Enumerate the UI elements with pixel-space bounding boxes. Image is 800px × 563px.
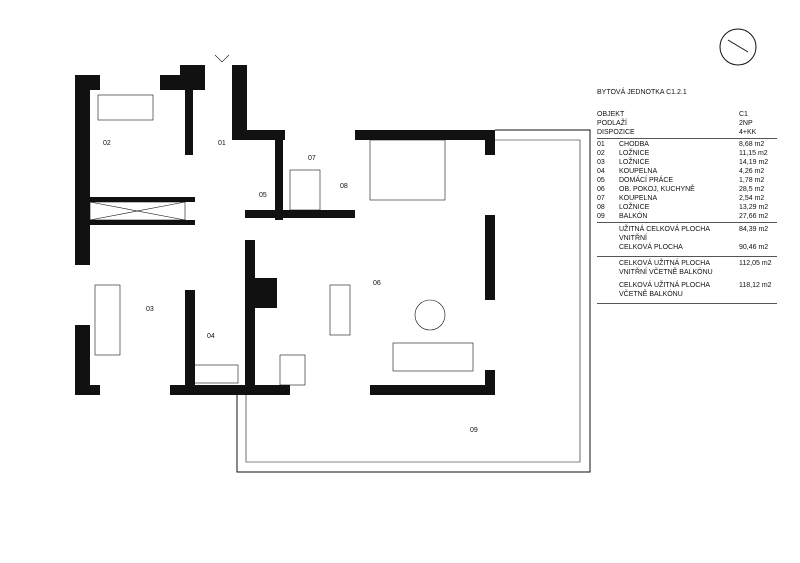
room-no: 01 — [597, 141, 605, 148]
total-label: CELKOVÁ PLOCHA — [619, 244, 683, 251]
windows — [75, 75, 495, 395]
total-value: 112,05 m2 — [739, 260, 772, 267]
room-row: 06 OB. POKOJ, KUCHYNĚ 28,5 m2 — [597, 185, 777, 194]
furniture — [89, 54, 474, 386]
room-name: DOMÁCÍ PRÁCE — [619, 177, 674, 184]
room-no: 02 — [597, 150, 605, 157]
room-row: 07 KOUPELNA 2,54 m2 — [597, 194, 777, 203]
total-value: 90,46 m2 — [739, 244, 769, 251]
room-name: LOŽNICE — [619, 159, 650, 166]
info-value: 2NP — [739, 120, 753, 127]
info-label: DISPOZICE — [597, 129, 635, 136]
room-no: 07 — [597, 195, 605, 202]
room-label-07: 07 — [308, 155, 316, 162]
divider — [597, 303, 777, 304]
room-label-02: 02 — [103, 140, 111, 147]
room-name: LOŽNICE — [619, 204, 650, 211]
room-area: 14,19 m2 — [739, 159, 769, 166]
divider — [597, 222, 777, 223]
room-row: 03 LOŽNICE 14,19 m2 — [597, 158, 777, 167]
room-area: 27,66 m2 — [739, 213, 769, 220]
divider — [597, 256, 777, 257]
room-no: 03 — [597, 159, 605, 166]
room-area: 11,15 m2 — [739, 150, 768, 157]
room-label-05: 05 — [259, 192, 267, 199]
room-label-08: 08 — [340, 183, 348, 190]
room-no: 06 — [597, 186, 605, 193]
unit-title: BYTOVÁ JEDNOTKA C1.2.1 — [597, 89, 687, 96]
room-name: OB. POKOJ, KUCHYNĚ — [619, 186, 695, 193]
total-value: 118,12 m2 — [739, 282, 772, 289]
total-label: CELKOVÁ UŽITNÁ PLOCHA VČETNĚ BALKÓNU — [619, 282, 710, 298]
north-arrow — [719, 28, 757, 66]
room-area: 8,68 m2 — [739, 141, 765, 148]
room-name: KOUPELNA — [619, 168, 658, 175]
room-area: 2,54 m2 — [739, 195, 765, 202]
info-value: 4+KK — [739, 129, 757, 136]
info-value: C1 — [739, 111, 748, 118]
total-label: UŽITNÁ CELKOVÁ PLOCHA VNITŘNÍ — [619, 226, 710, 242]
room-row: 01 CHODBA 8,68 m2 — [597, 140, 777, 149]
room-no: 05 — [597, 177, 605, 184]
balcony-inner — [245, 139, 581, 463]
room-row: 02 LOŽNICE 11,15 m2 — [597, 149, 777, 158]
balcony-outline — [236, 129, 591, 473]
room-label-03: 03 — [146, 306, 154, 313]
room-no: 04 — [597, 168, 605, 175]
room-label-04: 04 — [207, 333, 215, 340]
room-no: 09 — [597, 213, 605, 220]
room-label-01: 01 — [218, 140, 226, 147]
room-no: 08 — [597, 204, 605, 211]
room-name: LOŽNICE — [619, 150, 650, 157]
walls — [75, 65, 495, 395]
info-label: PODLAŽÍ — [597, 120, 627, 127]
total-label: CELKOVÁ UŽITNÁ PLOCHA VNITŘNÍ VČETNĚ BAL… — [619, 260, 713, 276]
room-row: 08 LOŽNICE 13,29 m2 — [597, 203, 777, 212]
room-name: KOUPELNA — [619, 195, 658, 202]
room-row: 09 BALKÓN 27,66 m2 — [597, 212, 777, 221]
total-value: 84,39 m2 — [739, 226, 769, 233]
room-name: BALKÓN — [619, 213, 648, 220]
room-label-06: 06 — [373, 280, 381, 287]
room-row: 05 DOMÁCÍ PRÁCE 1,78 m2 — [597, 176, 777, 185]
room-area: 28,5 m2 — [739, 186, 765, 193]
room-area: 4,26 m2 — [739, 168, 765, 175]
room-area: 1,78 m2 — [739, 177, 765, 184]
room-row: 04 KOUPELNA 4,26 m2 — [597, 167, 777, 176]
area-legend: BYTOVÁ JEDNOTKA C1.2.1 OBJEKT C1 PODLAŽÍ 2… — [597, 88, 777, 305]
info-label: OBJEKT — [597, 111, 625, 118]
divider — [597, 138, 777, 139]
room-label-09: 09 — [470, 427, 478, 434]
room-area: 13,29 m2 — [739, 204, 769, 211]
room-name: CHODBA — [619, 141, 649, 148]
